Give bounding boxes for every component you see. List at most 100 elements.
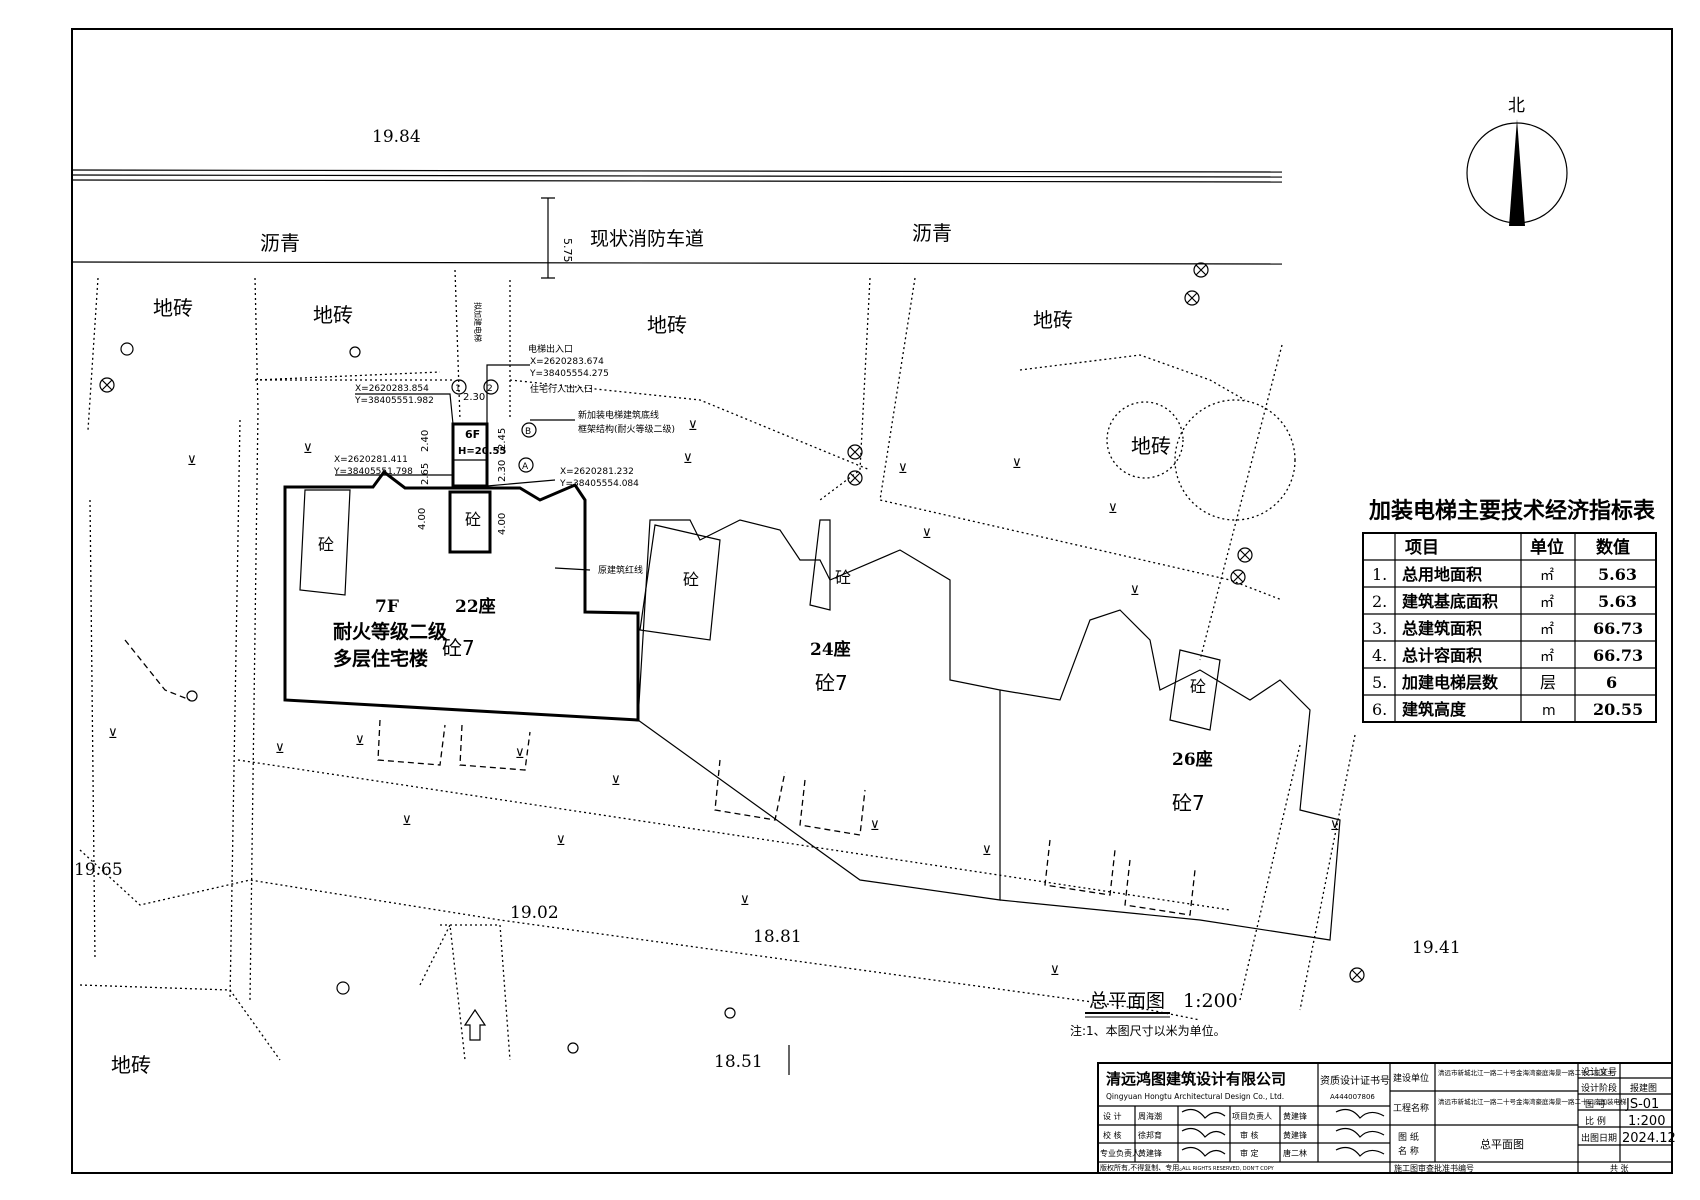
building-24-material: 砼7 — [815, 671, 848, 695]
svg-text:⊻: ⊻ — [922, 527, 932, 542]
dimension: 4.00 — [497, 513, 508, 535]
svg-text:⊻: ⊻ — [1012, 457, 1022, 472]
dimension: 4.00 — [417, 508, 428, 530]
building-22-name: 22座 — [455, 596, 496, 617]
tree-canopy — [1106, 401, 1184, 479]
signature-icon — [1335, 1146, 1385, 1157]
note-redline: 原建筑红线 — [598, 564, 643, 576]
scale-label: 比 例 — [1585, 1115, 1606, 1127]
axis-bubble-1 — [451, 379, 467, 395]
tree-canopy — [1174, 399, 1296, 521]
concrete-label: 砼 — [318, 535, 334, 554]
table-cell: ㎡ — [1540, 595, 1554, 611]
elevation-label: 19.02 — [510, 903, 559, 923]
elevation-label: 19.41 — [1412, 938, 1461, 958]
design-label: 设 计 — [1103, 1111, 1122, 1121]
svg-text:⊻: ⊻ — [1130, 584, 1140, 599]
building-22-floors: 7F — [375, 597, 399, 617]
road-edges — [71, 169, 1283, 279]
drawno-value: JS-01 — [1625, 1097, 1659, 1112]
date-label: 出图日期 — [1581, 1132, 1617, 1144]
svg-text:⊻: ⊻ — [898, 462, 908, 477]
svg-text:⊻: ⊻ — [740, 894, 750, 909]
concrete-label: 砼 — [1190, 677, 1206, 696]
building-22-fire-grade: 耐火等级二级 — [333, 620, 447, 643]
drawing-label: 图 纸 — [1398, 1131, 1419, 1143]
dimension: 2.65 — [420, 463, 431, 485]
dimension: 2.30 — [497, 460, 508, 482]
svg-text:⊻: ⊻ — [556, 834, 566, 849]
project-value: 清远市新城北江一路二十号金海湾豪庭海景一路二十二座加装电梯 — [1438, 1097, 1627, 1106]
svg-text:⊻: ⊻ — [275, 742, 285, 757]
coordinate-y: Y=38405551.982 — [354, 396, 434, 406]
svg-text:⊻: ⊻ — [303, 442, 313, 457]
table-cell: m — [1542, 703, 1556, 719]
concrete-label: 砼 — [835, 568, 851, 587]
elevation-label: 18.81 — [753, 927, 802, 947]
plan-title: 总平面图 — [1089, 990, 1165, 1012]
copyright-en: ALL RIGHTS RESERVED, DON'T COPY — [1182, 1166, 1275, 1172]
spec-person: 黄建锋 — [1138, 1148, 1162, 1158]
review-label: 审 核 — [1240, 1130, 1259, 1140]
elevation-label: 19.65 — [74, 860, 123, 880]
table-cell: 6. — [1372, 700, 1387, 719]
design-person: 周海潮 — [1138, 1111, 1162, 1121]
grass-symbols: ⊻⊻⊻ ⊻⊻⊻ ⊻⊻⊻ ⊻⊻⊻ ⊻⊻⊻ ⊻⊻⊻ ⊻⊻⊻ — [108, 419, 1340, 979]
coordinate-x: X=2620281.232 — [560, 467, 634, 477]
note-new-elevator-line: 新加装电梯建筑底线 — [578, 409, 659, 421]
signature-icon — [1335, 1127, 1385, 1138]
building-26-name: 26座 — [1172, 749, 1213, 770]
axis-bubble-b — [521, 422, 537, 438]
axis-label: 1 — [455, 384, 461, 394]
table-cell: 层 — [1540, 673, 1556, 692]
cert-label: 资质设计证书号 — [1320, 1074, 1390, 1087]
table-cell: 5.63 — [1598, 592, 1637, 611]
title-block: 清远鸿图建筑设计有限公司 Qingyuan Hongtu Architectur… — [1097, 1062, 1676, 1174]
road-width-dim: 5.75 — [561, 238, 574, 263]
svg-text:⊻: ⊻ — [1050, 964, 1060, 979]
entrance-arrow-icon — [463, 1008, 487, 1041]
asphalt-label: 沥青 — [912, 221, 952, 245]
axis-label: A — [522, 462, 529, 472]
table-cell: 66.73 — [1593, 646, 1643, 665]
coordinate-x: X=2620283.674 — [530, 357, 604, 367]
svg-text:⊻: ⊻ — [187, 454, 197, 469]
company-name: 清远鸿图建筑设计有限公司 — [1106, 1070, 1286, 1088]
name-label: 名 称 — [1398, 1145, 1419, 1157]
table-cell: 2. — [1372, 592, 1387, 611]
svg-text:⊻: ⊻ — [1108, 502, 1118, 517]
table-header: 项目 — [1405, 538, 1439, 558]
doc-label: 设计文号 — [1581, 1066, 1617, 1078]
plan-scale: 1:200 — [1183, 990, 1238, 1012]
signature-icon — [1181, 1146, 1226, 1157]
table-header: 单位 — [1530, 537, 1564, 558]
scale-value: 1:200 — [1628, 1114, 1665, 1129]
north-arrow — [1466, 119, 1568, 226]
table-cell: 加建电梯层数 — [1401, 673, 1499, 692]
coordinate-leaders — [335, 364, 591, 571]
plan-note: 注:1、本图尺寸以米为单位。 — [1070, 1023, 1226, 1038]
plan-labels: 19.84 19.65 19.02 18.81 18.51 19.41 沥青 沥… — [74, 96, 1525, 1077]
building-22-material: 砼7 — [442, 636, 475, 660]
table-cell: 1. — [1372, 565, 1387, 584]
north-label: 北 — [1508, 96, 1525, 116]
table-cell: 6 — [1606, 673, 1617, 692]
building-24 — [637, 519, 1001, 901]
table-cell: 建筑基底面积 — [1402, 592, 1498, 611]
coordinate-x: X=2620283.854 — [355, 384, 429, 394]
cert-number: A444007806 — [1330, 1093, 1375, 1101]
svg-text:⊻: ⊻ — [1330, 819, 1340, 834]
elevator-height: H=20.55 — [458, 446, 506, 457]
table-cell: ㎡ — [1540, 649, 1554, 665]
svg-text:⊻: ⊻ — [108, 727, 118, 742]
review-person: 黄建锋 — [1283, 1130, 1307, 1140]
note-resident-entry: 住宅行人出入口 — [530, 383, 593, 395]
signature-icon — [1181, 1127, 1226, 1138]
table-title: 加装电梯主要技术经济指标表 — [1368, 498, 1656, 524]
coordinate-x: X=2620281.411 — [334, 455, 408, 465]
table-cell: ㎡ — [1540, 622, 1554, 638]
table-cell: 3. — [1372, 619, 1387, 638]
table-cell: 总用地面积 — [1402, 565, 1482, 584]
coordinate-y: Y=38405551.798 — [333, 467, 413, 477]
table-cell: 5.63 — [1598, 565, 1637, 584]
